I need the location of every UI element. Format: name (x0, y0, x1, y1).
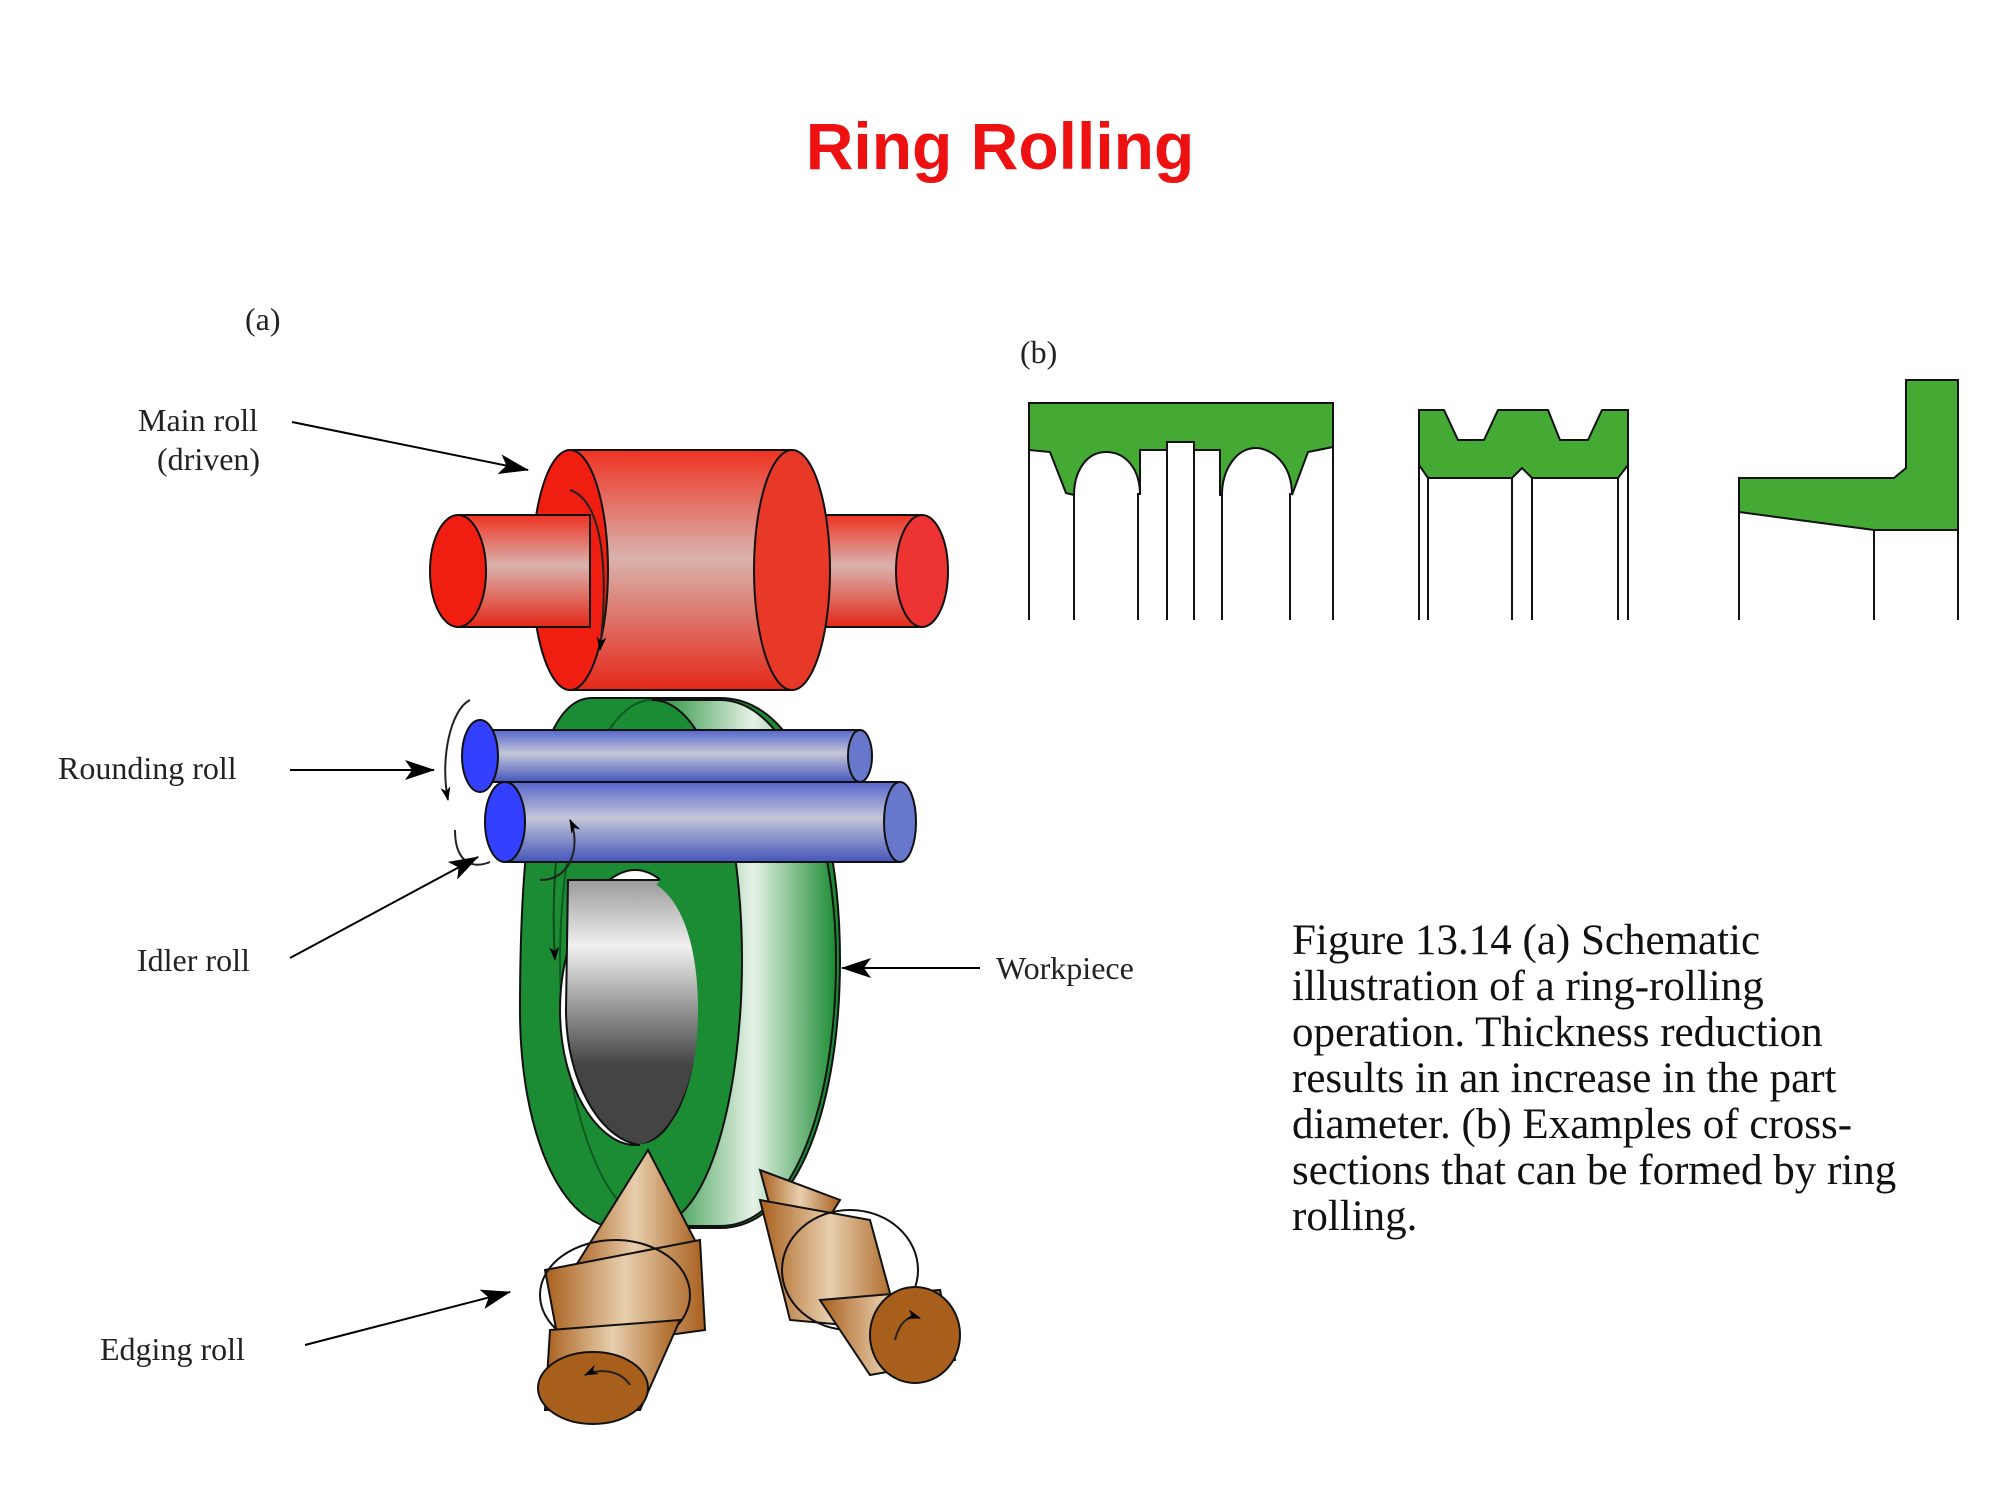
figure-caption: Figure 13.14 (a) Schematic illustration … (1292, 917, 1897, 1240)
label-main-roll-driven: (driven) (157, 441, 260, 477)
edging-roll-right (758, 1168, 961, 1384)
idler-roll (454, 781, 917, 881)
arrow-edging-roll (304, 1289, 511, 1346)
label-idler-roll: Idler roll (137, 942, 250, 978)
edging-roll-left (537, 1147, 707, 1425)
label-rounding-roll: Rounding roll (58, 750, 237, 786)
arrow-main-roll (291, 421, 529, 475)
arrow-idler-roll (289, 856, 479, 959)
cross-section-3 (1738, 379, 1959, 620)
label-main-roll: Main roll (138, 402, 258, 438)
panel-a-tag: (a) (245, 301, 281, 337)
label-edging-roll: Edging roll (100, 1331, 245, 1367)
label-workpiece: Workpiece (996, 950, 1134, 986)
page-title: Ring Rolling (805, 109, 1195, 183)
panel-b-tag: (b) (1020, 334, 1057, 370)
rounding-roll (440, 699, 873, 801)
cross-section-1 (1028, 402, 1334, 620)
cross-section-2 (1418, 409, 1629, 620)
main-roll (429, 449, 949, 691)
